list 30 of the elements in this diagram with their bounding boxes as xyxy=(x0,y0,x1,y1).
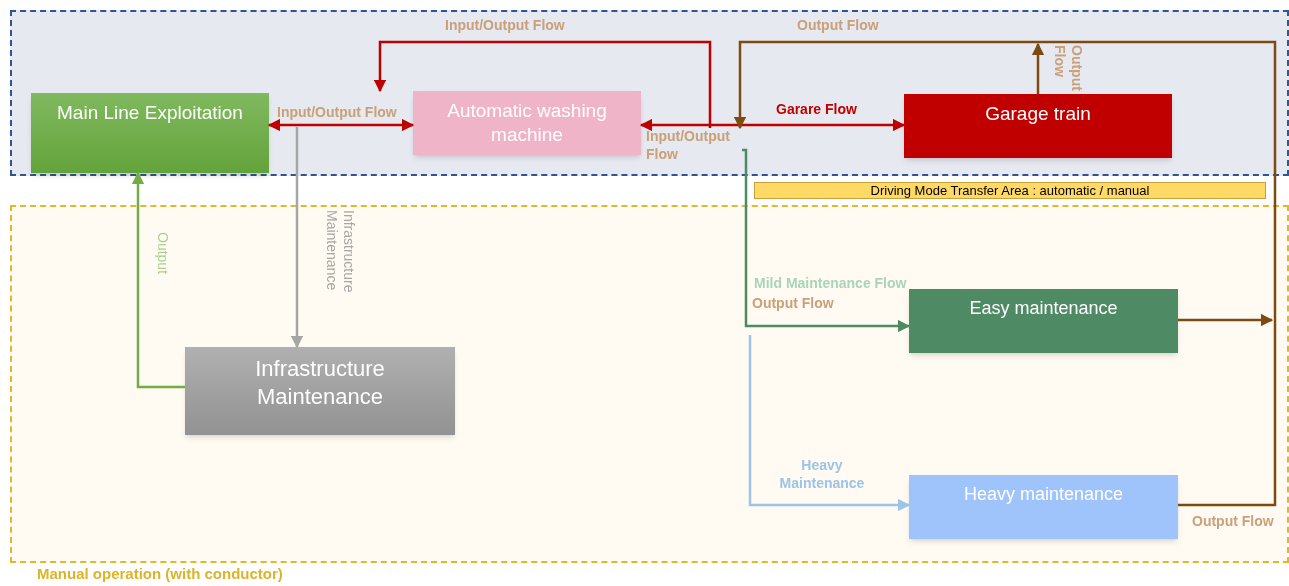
flow-label: Output Flow xyxy=(752,295,834,313)
zone-title: Manual operation (with conductor) xyxy=(37,564,283,584)
process-box: Easy maintenance xyxy=(909,289,1178,353)
edge-label: Output Flow xyxy=(797,17,879,35)
edge-label: Input/Output Flow xyxy=(445,17,565,35)
edge-label: Heavy Maintenance xyxy=(778,457,866,492)
arrow xyxy=(131,171,185,389)
process-box: Infrastructure Maintenance xyxy=(185,347,455,435)
arrow xyxy=(748,335,911,512)
process-box: Garage train xyxy=(904,94,1172,158)
edge-label: Output xyxy=(153,232,171,275)
arrow xyxy=(1178,313,1274,327)
process-box: Automatic washing machine xyxy=(413,91,641,155)
process-box: Heavy maintenance xyxy=(909,475,1178,539)
arrow xyxy=(1031,42,1045,94)
flow-label: Input/Output Flow xyxy=(646,128,742,172)
edge-label: Mild Maintenance Flow xyxy=(754,275,907,293)
transfer-band: Driving Mode Transfer Area : automatic / manual xyxy=(754,182,1266,199)
edge-label: Input/Output Flow xyxy=(277,104,397,122)
arrow xyxy=(742,148,911,333)
flow-label: Output Flow xyxy=(1192,513,1274,531)
arrow xyxy=(733,40,1277,507)
zone-area xyxy=(10,10,1289,176)
arrow xyxy=(267,118,415,132)
arrow xyxy=(639,118,906,132)
process-box: Main Line Exploitation xyxy=(31,93,269,173)
edge-label: Garare Flow xyxy=(776,101,857,119)
arrow xyxy=(290,127,304,349)
edge-label: Infrastructure Maintenance xyxy=(322,210,357,295)
arrow xyxy=(373,40,712,128)
